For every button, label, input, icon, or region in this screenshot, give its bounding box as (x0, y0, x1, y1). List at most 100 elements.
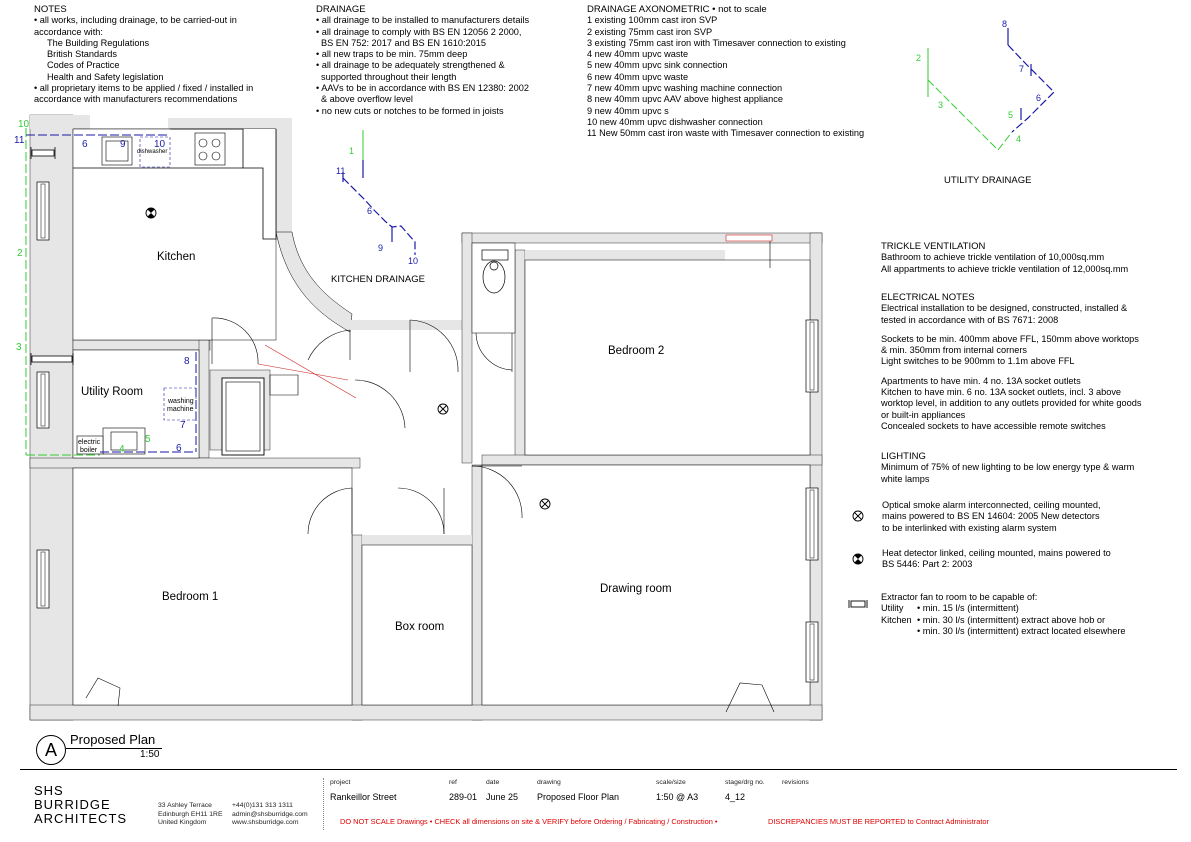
plan-num: 6 (176, 443, 182, 454)
axonometric-item: 8 new 40mm upvc AAV above highest applia… (587, 94, 783, 105)
lighting-title: LIGHTING (881, 451, 926, 462)
legend-symbols (848, 510, 868, 608)
warning-scale: DO NOT SCALE Drawings • CHECK all dimens… (340, 817, 718, 826)
extractor-legend-text: Extractor fan to room to be capable of: … (881, 592, 1126, 637)
notes-line: British Standards (47, 49, 117, 60)
electrical-line: Apartments to have min. 4 no. 13A socket… (881, 375, 1081, 386)
trickle-block: TRICKLE VENTILATION Bathroom to achieve … (881, 241, 1128, 275)
notes-block: NOTES • all works, including drainage, t… (34, 4, 253, 106)
logo-line: SHS (34, 783, 64, 798)
boiler-label: boiler (80, 447, 98, 454)
electrical-line: Electrical installation to be designed, … (881, 303, 1128, 314)
plan-drainage-nums: 10 11 6 9 10 2 3 8 7 4 5 6 (14, 119, 190, 455)
notes-line: Codes of Practice (47, 60, 120, 71)
smoke-legend-line: to be interlinked with existing alarm sy… (882, 522, 1057, 533)
lighting-line: Minimum of 75% of new lighting to be low… (881, 462, 1135, 473)
plan-num: 5 (145, 434, 151, 445)
ref-value: 289-01 (449, 792, 478, 802)
heat-legend-line: Heat detector linked, ceiling mounted, m… (882, 548, 1111, 558)
washing-label: washing (167, 398, 194, 405)
plan-num: 4 (119, 444, 125, 455)
stage-label: stage/drg no. (725, 779, 765, 786)
drainage-line: supported throughout their length (321, 71, 457, 82)
axonometric-item: 4 new 40mm upvc waste (587, 49, 689, 60)
notes-line: • all proprietary items to be applied / … (34, 83, 254, 94)
kd-num: 1 (349, 146, 354, 156)
ud-num: 2 (916, 53, 921, 63)
notes-line: accordance with: (34, 26, 103, 37)
balcony-doors (85, 234, 775, 713)
drainage-title: DRAINAGE (316, 4, 366, 15)
electrical-line: tested in accordance with of BS 7671: 20… (881, 314, 1059, 325)
ud-num: 8 (1002, 19, 1007, 29)
extractor-utility: • min. 15 l/s (intermittent) (917, 603, 1019, 614)
lighting-block: LIGHTING Minimum of 75% of new lighting … (881, 451, 1134, 485)
axonometric-item: 9 new 40mm upvc s (587, 105, 669, 116)
smoke-alarm-plan-icon (437, 403, 551, 510)
notes-line: The Building Regulations (47, 37, 150, 48)
utility-drainage-label: UTILITY DRAINAGE (944, 175, 1031, 186)
extractor-fan-icon (848, 600, 868, 608)
project-value: Rankeillor Street (330, 792, 397, 802)
company-contact: +44(0)131 313 1311 admin@shsburridge.com… (232, 802, 308, 828)
ud-num: 5 (1008, 110, 1013, 120)
dishwasher-label: dishwasher (137, 149, 167, 155)
plan-num: 10 (18, 119, 30, 130)
heat-legend-line: BS 5446: Part 2: 2003 (882, 559, 973, 570)
drainage-line: • no new cuts or notches to be formed in… (316, 105, 504, 116)
plan-title-rule (66, 748, 162, 749)
company-address: 33 Ashley Terrace Edinburgh EH11 1RE Uni… (158, 802, 222, 828)
contact-line: www.shsburridge.com (232, 819, 299, 826)
date-label: date (486, 779, 500, 786)
appliance-labels: washing machine electric boiler dishwash… (78, 149, 194, 454)
contact-line: admin@shsburridge.com (232, 810, 308, 818)
extractor-utility-label: Utility (881, 603, 904, 614)
smoke-legend-line: mains powered to BS EN 14604: 2005 New d… (882, 511, 1100, 522)
axonometric-item: 7 new 40mm upvc washing machine connecti… (587, 83, 783, 94)
kd-num: 11 (336, 166, 345, 176)
plan-num: 8 (184, 356, 190, 367)
kd-num: 9 (378, 243, 383, 253)
drainage-line: & above overflow level (321, 94, 413, 105)
plan-ref-circle: A (36, 735, 66, 765)
ud-num: 7 (1019, 64, 1024, 74)
plan-num: 10 (154, 139, 166, 150)
date-value: June 25 (486, 792, 519, 802)
room-drawing: Drawing room (600, 583, 672, 595)
plan-num: 3 (16, 342, 22, 353)
plan-scale: 1:50 (140, 749, 160, 760)
electrical-line: & min. 350mm from internal corners (881, 345, 1028, 356)
address-line: 33 Ashley Terrace (158, 802, 212, 809)
room-bedroom2: Bedroom 2 (608, 345, 664, 357)
project-label: project (330, 779, 351, 786)
drainage-line: • AAVs to be in accordance with BS EN 12… (316, 83, 529, 94)
address-line: United Kingdom (158, 819, 207, 826)
drainage-line: • all drainage to comply with BS EN 1205… (316, 26, 522, 37)
trickle-line: Bathroom to achieve trickle ventilation … (881, 252, 1105, 263)
plan-num: 11 (14, 135, 25, 146)
extractor-kitchen-label: Kitchen (881, 614, 912, 625)
notes-title: NOTES (34, 4, 67, 15)
kitchen-drainage-label: KITCHEN DRAINAGE (331, 274, 425, 285)
address-line: Edinburgh EH11 1RE (158, 810, 223, 818)
heat-detector-icon (852, 553, 864, 565)
smoke-alarm-icon (852, 510, 864, 522)
axonometric-title: DRAINAGE AXONOMETRIC • not to scale (587, 4, 767, 15)
drawing-label: drawing (537, 779, 561, 786)
electrical-line: Sockets to be min. 400mm above FFL, 150m… (881, 333, 1139, 344)
wc-icon (481, 249, 509, 294)
kd-num: 6 (367, 206, 372, 216)
ref-label: ref (449, 779, 457, 786)
heat-detector-plan-icon (145, 207, 157, 219)
tb-divider (323, 778, 324, 830)
axonometric-item: 3 existing 75mm cast iron with Timesaver… (587, 37, 846, 48)
plan-num: 7 (180, 420, 186, 431)
ud-num: 6 (1036, 93, 1041, 103)
electrical-line: Concealed sockets to have accessible rem… (881, 420, 1106, 431)
electrical-title: ELECTRICAL NOTES (881, 292, 975, 303)
warning-discrepancies: DISCREPANCIES MUST BE REPORTED to Contra… (768, 817, 989, 826)
utility-drainage-diagram: 8 2 7 6 3 5 4 UTILITY DRAINAGE (916, 19, 1055, 186)
scale-label: scale/size (656, 779, 686, 786)
room-utility: Utility Room (81, 386, 143, 398)
axonometric-item: 6 new 40mm upvc waste (587, 71, 689, 82)
